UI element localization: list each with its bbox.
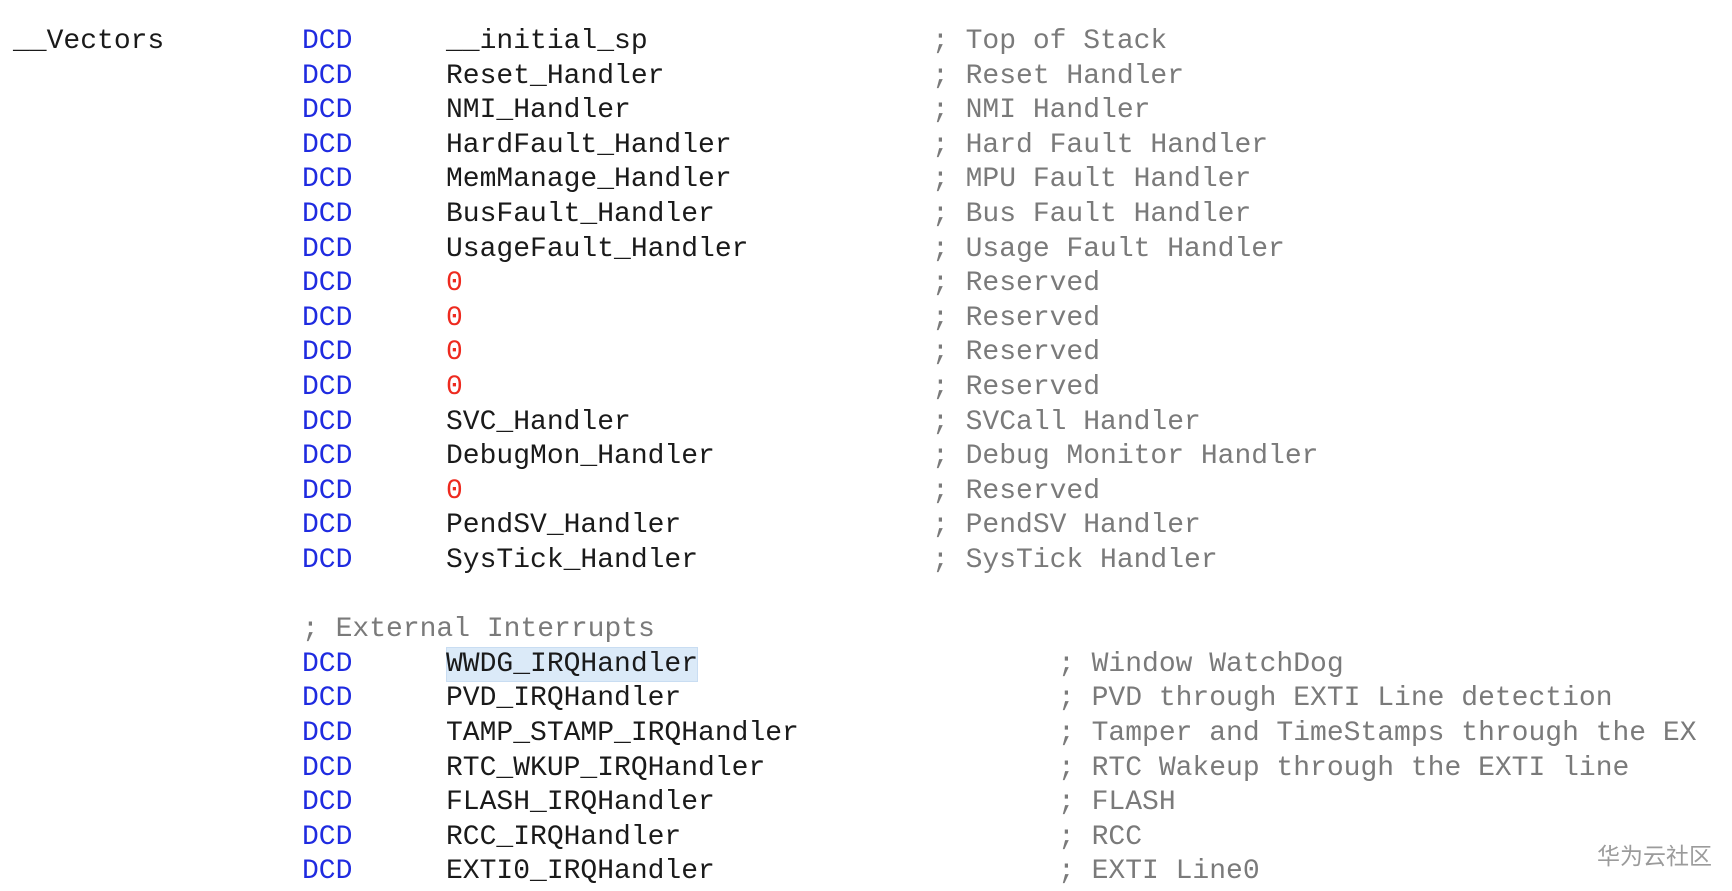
code-comment: ; Top of Stack — [932, 26, 1168, 57]
irq-operand: FLASH_IRQHandler — [446, 787, 715, 819]
dcd-directive: DCD — [302, 60, 353, 92]
code-comment: ; RCC — [1058, 821, 1143, 853]
dcd-directive: DCD — [302, 475, 353, 507]
code-line[interactable]: DCD MemManage_Handler ; MPU Fault Handle… — [0, 162, 1732, 197]
code-comment: ; Debug Monitor Handler — [932, 441, 1319, 473]
code-comment: ; Reserved — [932, 337, 1101, 369]
code-comment: ; Hard Fault Handler — [932, 129, 1269, 161]
irq-operand: RCC_IRQHandler — [446, 821, 682, 853]
code-comment: ; Bus Fault Handler — [932, 199, 1252, 230]
dcd-directive: DCD — [302, 406, 353, 438]
irq-operand: TAMP_STAMP_IRQHandler — [446, 718, 799, 749]
numeric-literal: 0 — [446, 372, 463, 403]
code-line[interactable]: DCD SVC_Handler ; SVCall Handler — [0, 405, 1732, 440]
code-comment: ; Window WatchDog — [1058, 648, 1344, 680]
code-line[interactable]: DCD BusFault_Handler ; Bus Fault Handler — [0, 197, 1732, 232]
dcd-directive: DCD — [302, 129, 353, 161]
code-line[interactable]: DCD FLASH_IRQHandler ; FLASH — [0, 785, 1732, 820]
code-comment: ; Reserved — [932, 475, 1101, 507]
code-comment: ; NMI Handler — [932, 95, 1151, 127]
dcd-directive: DCD — [302, 718, 353, 749]
code-comment: ; Reset Handler — [932, 60, 1185, 92]
dcd-directive: DCD — [302, 95, 353, 127]
code-comment: ; SysTick Handler — [932, 545, 1218, 576]
code-comment: ; PVD through EXTI Line detection — [1058, 683, 1613, 715]
code-comment: ; FLASH — [1058, 787, 1176, 819]
code-line[interactable]: DCD EXTI0_IRQHandler ; EXTI Line0 — [0, 854, 1732, 889]
code-line[interactable]: DCD UsageFault_Handler ; Usage Fault Han… — [0, 232, 1732, 267]
dcd-directive: DCD — [302, 821, 353, 853]
code-line[interactable]: DCD RCC_IRQHandler ; RCC — [0, 820, 1732, 855]
code-line[interactable]: DCD 0 ; Reserved — [0, 370, 1732, 405]
code-comment: ; PendSV Handler — [932, 510, 1201, 542]
vector-operand: DebugMon_Handler — [446, 441, 715, 473]
vector-table-label: __Vectors — [13, 26, 165, 57]
section-comment: ; External Interrupts — [302, 614, 655, 646]
dcd-directive: DCD — [302, 787, 353, 819]
code-line[interactable]: DCD NMI_Handler ; NMI Handler — [0, 93, 1732, 128]
vector-operand: SysTick_Handler — [446, 545, 699, 576]
dcd-directive: DCD — [302, 199, 353, 230]
code-comment: ; Tamper and TimeStamps through the EX — [1058, 718, 1697, 749]
dcd-directive: DCD — [302, 648, 353, 680]
code-line[interactable]: DCD PendSV_Handler ; PendSV Handler — [0, 508, 1732, 543]
vector-operand: UsageFault_Handler — [446, 233, 749, 265]
dcd-directive: DCD — [302, 856, 353, 888]
irq-operand: EXTI0_IRQHandler — [446, 856, 715, 888]
numeric-literal: 0 — [446, 268, 463, 300]
vector-operand: HardFault_Handler — [446, 129, 732, 161]
code-comment: ; MPU Fault Handler — [932, 164, 1252, 196]
dcd-directive: DCD — [302, 302, 353, 334]
vector-operand: __initial_sp — [446, 26, 648, 57]
code-line[interactable]: DCD TAMP_STAMP_IRQHandler ; Tamper and T… — [0, 716, 1732, 751]
code-comment: ; Reserved — [932, 372, 1101, 403]
selected-operand[interactable]: WWDG_IRQHandler — [446, 646, 699, 682]
code-line[interactable]: DCD SysTick_Handler ; SysTick Handler — [0, 543, 1732, 578]
numeric-literal: 0 — [446, 475, 463, 507]
dcd-directive: DCD — [302, 164, 353, 196]
dcd-directive: DCD — [302, 683, 353, 715]
code-line[interactable]: DCD 0 ; Reserved — [0, 474, 1732, 509]
code-line[interactable]: DCD PVD_IRQHandler ; PVD through EXTI Li… — [0, 681, 1732, 716]
vector-operand: MemManage_Handler — [446, 164, 732, 196]
code-comment: ; SVCall Handler — [932, 406, 1201, 438]
dcd-directive: DCD — [302, 441, 353, 473]
irq-operand: PVD_IRQHandler — [446, 683, 682, 715]
dcd-directive: DCD — [302, 268, 353, 300]
code-line[interactable]: DCD RTC_WKUP_IRQHandler ; RTC Wakeup thr… — [0, 751, 1732, 786]
code-comment: ; Reserved — [932, 268, 1101, 300]
dcd-directive: DCD — [302, 752, 353, 784]
code-line[interactable]: DCD 0 ; Reserved — [0, 266, 1732, 301]
code-comment: ; RTC Wakeup through the EXTI line — [1058, 752, 1630, 784]
code-line[interactable]: DCD 0 ; Reserved — [0, 335, 1732, 370]
code-line[interactable]: DCD DebugMon_Handler ; Debug Monitor Han… — [0, 439, 1732, 474]
code-comment: ; Reserved — [932, 302, 1101, 334]
code-line[interactable]: DCD WWDG_IRQHandler ; Window WatchDog — [0, 646, 1732, 682]
watermark: 华为云社区 — [1597, 844, 1712, 870]
vector-operand: SVC_Handler — [446, 406, 631, 438]
code-comment: ; EXTI Line0 — [1058, 856, 1260, 888]
code-comment: ; Usage Fault Handler — [932, 233, 1285, 265]
dcd-directive: DCD — [302, 26, 353, 57]
dcd-directive: DCD — [302, 545, 353, 576]
vector-operand: NMI_Handler — [446, 95, 631, 127]
vector-operand: Reset_Handler — [446, 60, 665, 92]
vector-operand: BusFault_Handler — [446, 199, 715, 230]
numeric-literal: 0 — [446, 337, 463, 369]
dcd-directive: DCD — [302, 372, 353, 403]
dcd-directive: DCD — [302, 510, 353, 542]
numeric-literal: 0 — [446, 302, 463, 334]
irq-operand: RTC_WKUP_IRQHandler — [446, 752, 766, 784]
code-line[interactable]: DCD HardFault_Handler ; Hard Fault Handl… — [0, 128, 1732, 163]
code-line[interactable]: ; External Interrupts — [0, 612, 1732, 647]
vector-operand: PendSV_Handler — [446, 510, 682, 542]
dcd-directive: DCD — [302, 337, 353, 369]
dcd-directive: DCD — [302, 233, 353, 265]
code-line[interactable]: DCD 0 ; Reserved — [0, 301, 1732, 336]
code-line[interactable]: DCD Reset_Handler ; Reset Handler — [0, 59, 1732, 94]
code-line[interactable]: __Vectors DCD __initial_sp ; Top of Stac… — [0, 24, 1732, 59]
